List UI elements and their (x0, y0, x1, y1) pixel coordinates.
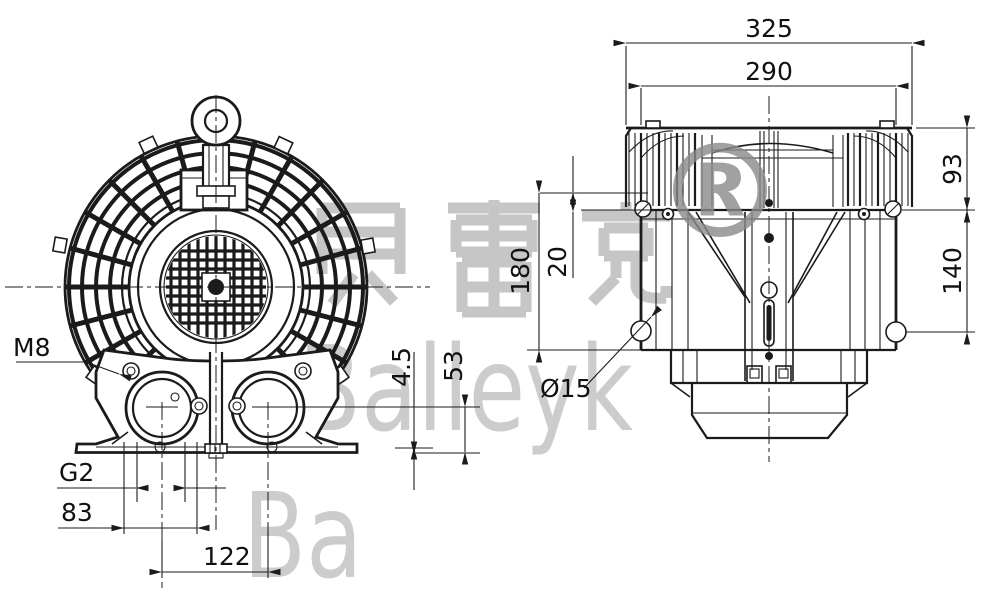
dim-label-93: 93 (938, 153, 967, 185)
watermark-en-tile2: Balleyk (243, 468, 578, 605)
dim-hole-diameter: Ø15 (540, 305, 662, 403)
dim-total-height: 180 (506, 180, 648, 363)
foot-hole (885, 321, 907, 343)
watermark-registered-icon: ® (655, 116, 785, 268)
dim-foot-thickness: 4.5 (387, 347, 480, 490)
front-view (51, 95, 377, 459)
cover-middle (701, 131, 844, 208)
watermark-cn-char-2 (448, 200, 540, 318)
cover-fins-left (628, 130, 697, 206)
dim-label-20: 20 (543, 246, 572, 278)
dim-label-83: 83 (61, 498, 93, 527)
dim-screw-offset: 20 (543, 156, 652, 278)
dim-label-g2: G2 (59, 458, 94, 487)
dimension-annotations: 325 290 93 140 180 (13, 14, 975, 578)
dim-cover-height: 93 (902, 115, 975, 223)
dim-label-325: 325 (745, 14, 793, 43)
dim-label-140: 140 (938, 247, 967, 295)
dim-label-122: 122 (203, 542, 251, 571)
dim-port-distance: 122 (149, 530, 281, 578)
base-flange (669, 351, 869, 398)
cover-fins-right (846, 130, 909, 206)
dim-bolt-span: 83 (58, 442, 210, 534)
dim-port-height: 53 (252, 350, 480, 465)
dim-label-53: 53 (439, 350, 468, 382)
dim-label-180: 180 (506, 247, 535, 295)
dim-body-height: 140 (906, 197, 975, 345)
watermark-cn-char-3 (582, 202, 672, 306)
cover-screws (634, 200, 902, 221)
dim-port-thread: G2 (57, 442, 226, 502)
dim-label-4-5: 4.5 (387, 347, 416, 387)
dim-eye-thread: M8 (13, 333, 132, 382)
blower-body (630, 200, 907, 381)
dim-body-width: 290 (628, 57, 909, 125)
watermark-cn-glyphs: 贝雷克 (316, 200, 672, 318)
dim-label-m8: M8 (13, 333, 50, 362)
dim-label-d15: Ø15 (540, 374, 592, 403)
dim-label-290: 290 (745, 57, 793, 86)
motor-transition (687, 211, 846, 381)
svg-text:Balleyk: Balleyk (243, 468, 578, 605)
dim-overall-width: 325 (613, 14, 925, 125)
side-hole-15 (630, 320, 652, 342)
